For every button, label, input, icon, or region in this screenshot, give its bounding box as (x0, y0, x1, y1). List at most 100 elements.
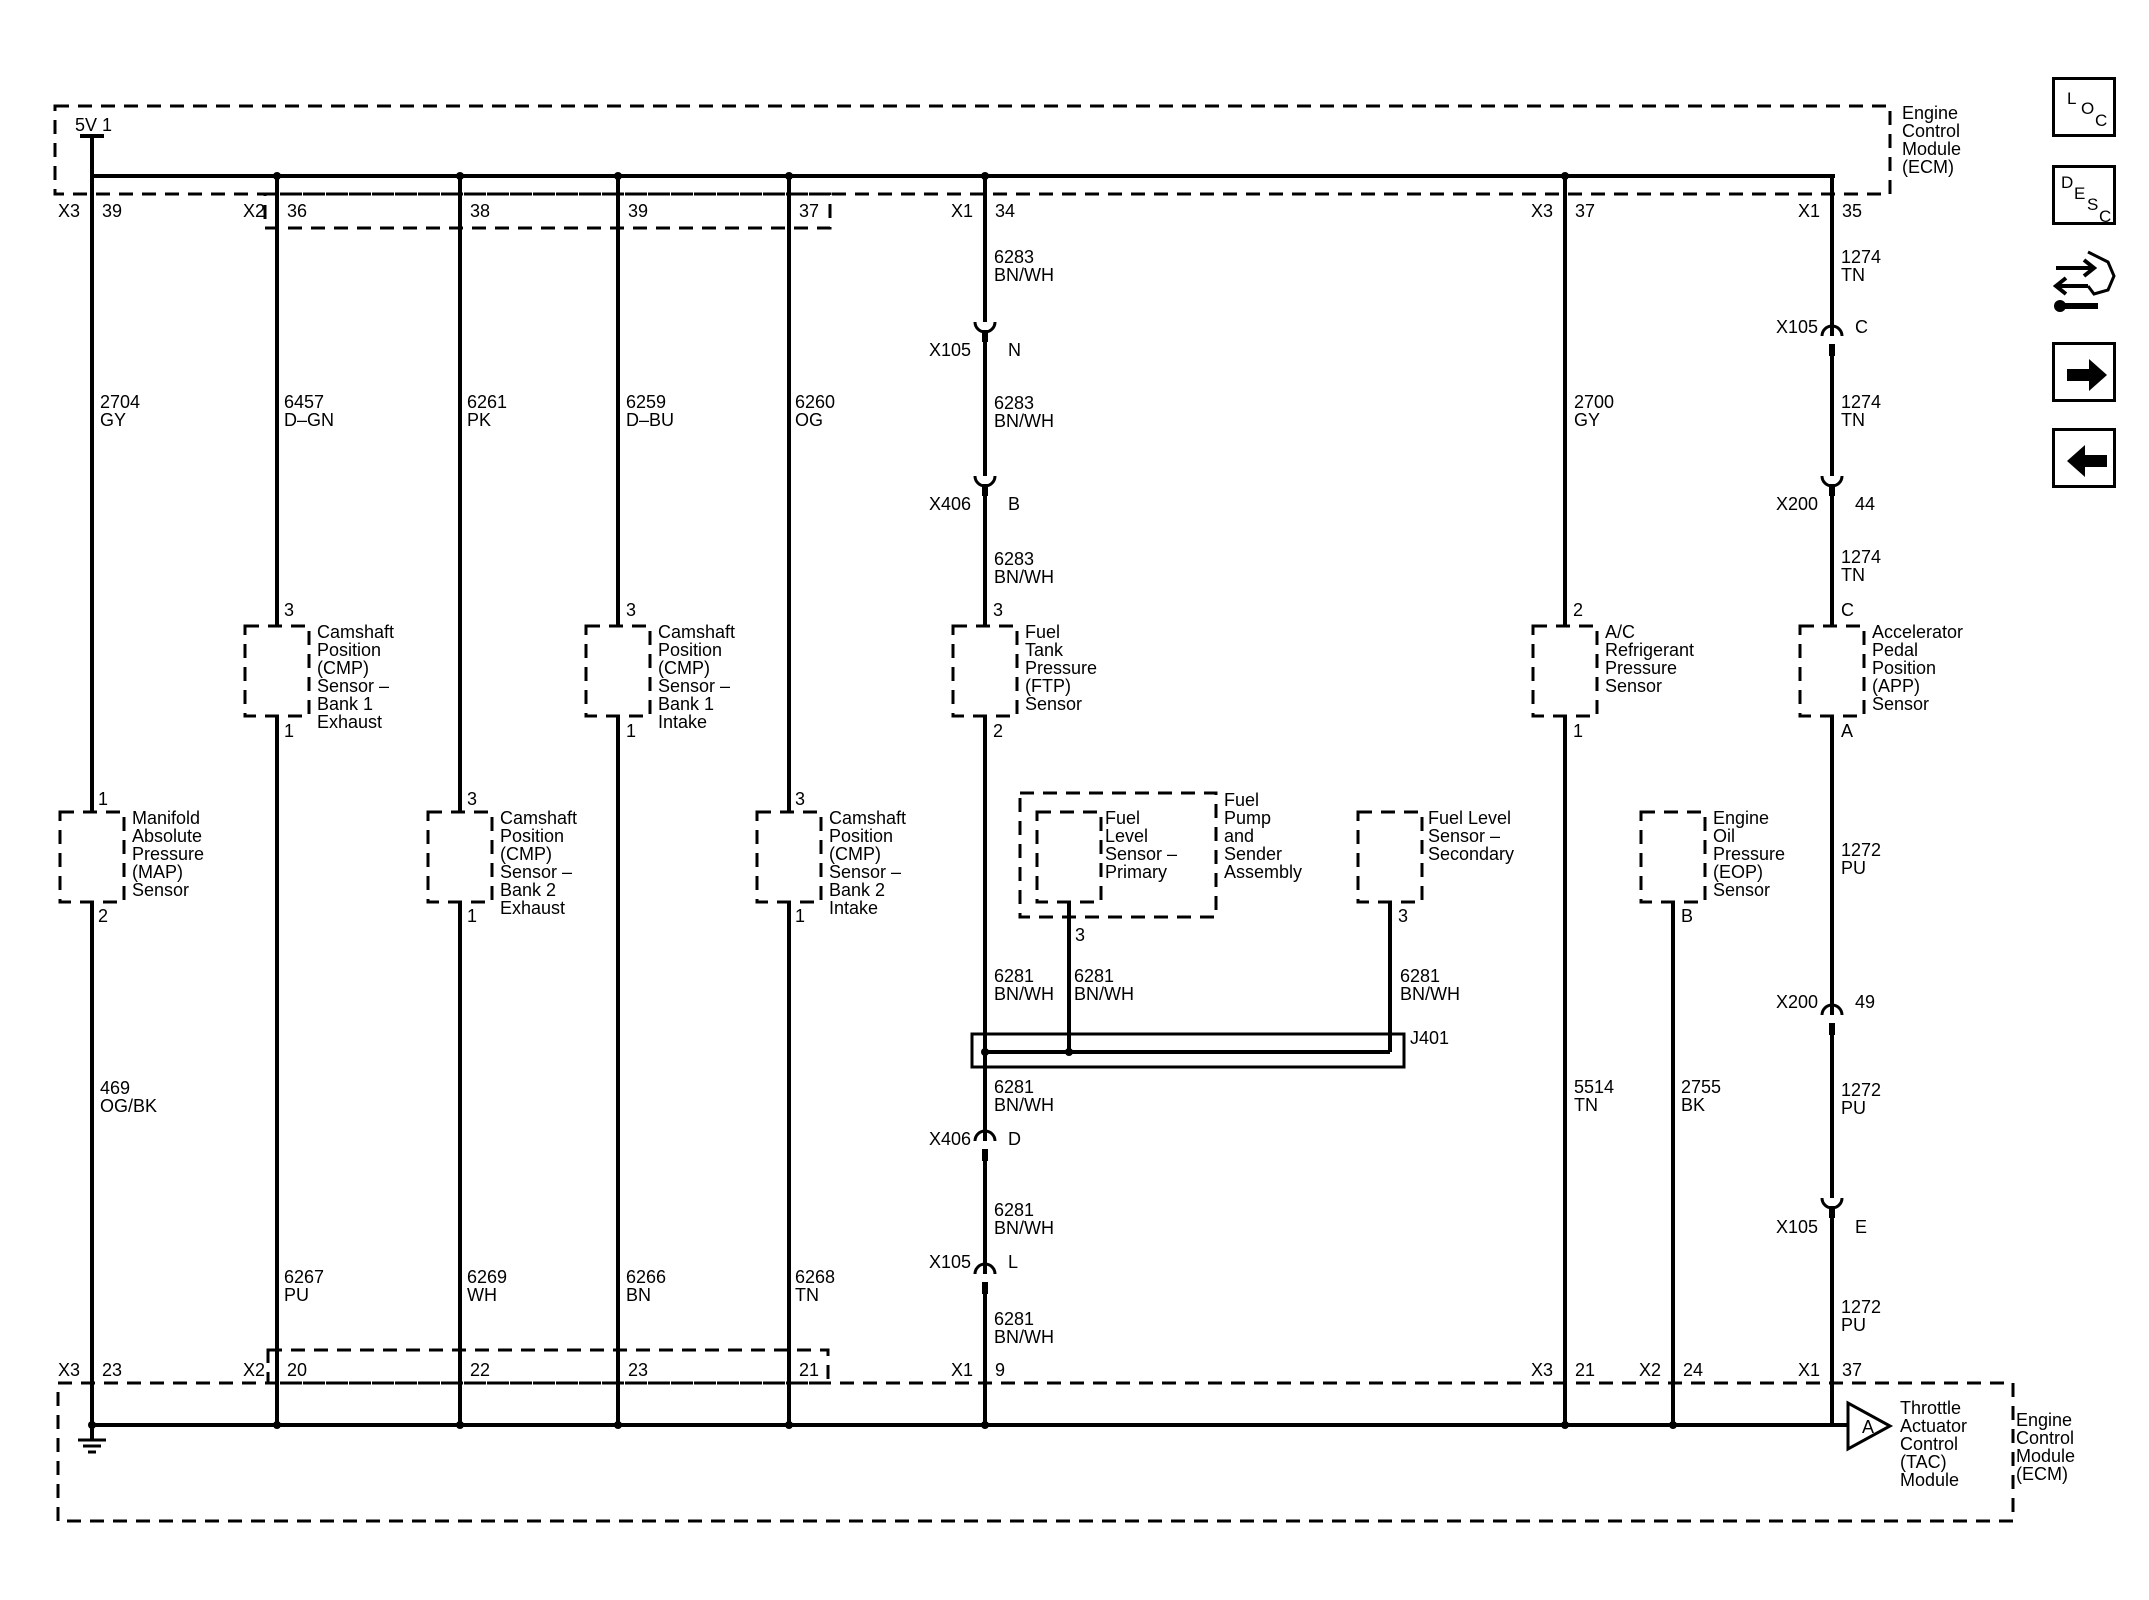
component-name: Fuel Level (1428, 808, 1511, 828)
wire-color: D–GN (284, 410, 334, 430)
wire-color: TN (1841, 565, 1865, 585)
bottom-pin-connector: X1 (1798, 1360, 1820, 1380)
wires (90, 176, 1834, 1425)
component-name: Position (829, 826, 893, 846)
top-pin-connector: X3 (1531, 201, 1553, 221)
component-pin-bottom: A (1841, 721, 1853, 741)
wire-color: BN/WH (994, 567, 1054, 587)
component-pin-top: 3 (284, 600, 294, 620)
bottom-pin-connector: X2 (1639, 1360, 1661, 1380)
component-name: (FTP) (1025, 676, 1071, 696)
svg-text:Actuator: Actuator (1900, 1416, 1967, 1436)
component-name: Primary (1105, 862, 1167, 882)
wire-circuit-number: 6281 (994, 966, 1034, 986)
component-pin-top: 2 (1573, 600, 1583, 620)
component-name: Sensor – (317, 676, 389, 696)
top-pin-connector: X2 (243, 201, 265, 221)
inline-connector-pin: B (1008, 494, 1020, 514)
top-pin-number: 34 (995, 201, 1015, 221)
wire-color: GY (100, 410, 126, 430)
tac-amplifier-icon (1846, 1400, 1894, 1452)
component-name: Intake (658, 712, 707, 732)
wire-circuit-number: 5514 (1574, 1077, 1614, 1097)
inline-connector-pin: N (1008, 340, 1021, 360)
inline-connector-pin: L (1008, 1252, 1018, 1272)
bottom-pin-number: 37 (1842, 1360, 1862, 1380)
ground-icon (78, 1425, 106, 1454)
tac-module-label: A Throttle Actuator Control (TAC) Module (1862, 1398, 1967, 1490)
component-pin-bottom: 1 (467, 906, 477, 926)
component-name: Sender (1224, 844, 1282, 864)
component-pin-bottom: 2 (98, 906, 108, 926)
wire-circuit-number: 6281 (994, 1077, 1034, 1097)
wire-circuit-number: 6267 (284, 1267, 324, 1287)
x2-bottom-connector-box (266, 1348, 830, 1385)
wire-color: BN/WH (994, 1095, 1054, 1115)
wire-circuit-number: 6281 (1074, 966, 1114, 986)
top-pin-number: 36 (287, 201, 307, 221)
wire-color: TN (1841, 265, 1865, 285)
component-name: Exhaust (317, 712, 382, 732)
wire-color: TN (1574, 1095, 1598, 1115)
wire-color: BK (1681, 1095, 1705, 1115)
top-pin-number: 37 (799, 201, 819, 221)
component-name: Refrigerant (1605, 640, 1694, 660)
component-name: Pressure (1025, 658, 1097, 678)
wire-circuit-number: 6283 (994, 393, 1034, 413)
component-name: Bank 2 (829, 880, 885, 900)
svg-text:Engine: Engine (2016, 1410, 2072, 1430)
inline-connector-id: X406 (929, 1129, 971, 1149)
component-name: Sensor (1025, 694, 1082, 714)
component-name: Level (1105, 826, 1148, 846)
inline-connector-pin: 49 (1855, 992, 1875, 1012)
wire-color: BN/WH (994, 411, 1054, 431)
component-name: Pressure (132, 844, 204, 864)
inline-connector-pin: C (1855, 317, 1868, 337)
component-name: Camshaft (829, 808, 906, 828)
top-pin-number: 39 (628, 201, 648, 221)
bottom-pin-number: 21 (799, 1360, 819, 1380)
component-name: (MAP) (132, 862, 183, 882)
svg-text:Control: Control (1902, 121, 1960, 141)
component-pin-top: 3 (795, 789, 805, 809)
wire-color: BN/WH (994, 1327, 1054, 1347)
wire-color: PK (467, 410, 491, 430)
component-name: Camshaft (658, 622, 735, 642)
svg-text:O: O (2081, 99, 2094, 118)
wire-circuit-number: 1274 (1841, 247, 1881, 267)
wire-circuit-number: 1272 (1841, 1080, 1881, 1100)
component-name: Sensor – (1428, 826, 1500, 846)
wire-circuit-number: 6283 (994, 247, 1034, 267)
component-name: Bank 2 (500, 880, 556, 900)
bottom-pin-number: 23 (628, 1360, 648, 1380)
svg-text:(ECM): (ECM) (2016, 1464, 2068, 1484)
wire-circuit-number: 1274 (1841, 547, 1881, 567)
wire-color: BN/WH (1400, 984, 1460, 1004)
component-name: Pressure (1605, 658, 1677, 678)
bottom-pin-connector: X2 (243, 1360, 265, 1380)
component-pin-bottom: 1 (284, 721, 294, 741)
next-button[interactable] (2052, 342, 2116, 402)
component-name: Sensor – (500, 862, 572, 882)
connector-end-view-button[interactable] (2048, 246, 2120, 320)
component-name: Accelerator (1872, 622, 1963, 642)
component-pin-top: C (1841, 600, 1854, 620)
component-name: Position (1872, 658, 1936, 678)
component-pin-bottom: 2 (993, 721, 1003, 741)
component-pin-bottom: 1 (1573, 721, 1583, 741)
bottom-pin-number: 22 (470, 1360, 490, 1380)
component-name: (CMP) (500, 844, 552, 864)
component-name: Bank 1 (317, 694, 373, 714)
wire-color: BN/WH (994, 984, 1054, 1004)
svg-text:L: L (2067, 89, 2076, 108)
previous-button[interactable] (2052, 428, 2116, 488)
wire-color: TN (1841, 410, 1865, 430)
wire-circuit-number: 1272 (1841, 840, 1881, 860)
inline-connector-id: X200 (1776, 992, 1818, 1012)
component-name: Position (500, 826, 564, 846)
location-button[interactable]: L O C (2052, 77, 2116, 137)
wire-circuit-number: 6269 (467, 1267, 507, 1287)
description-button[interactable]: D E S C (2052, 165, 2116, 226)
component-name: Assembly (1224, 862, 1302, 882)
wire-color: PU (1841, 1315, 1866, 1335)
